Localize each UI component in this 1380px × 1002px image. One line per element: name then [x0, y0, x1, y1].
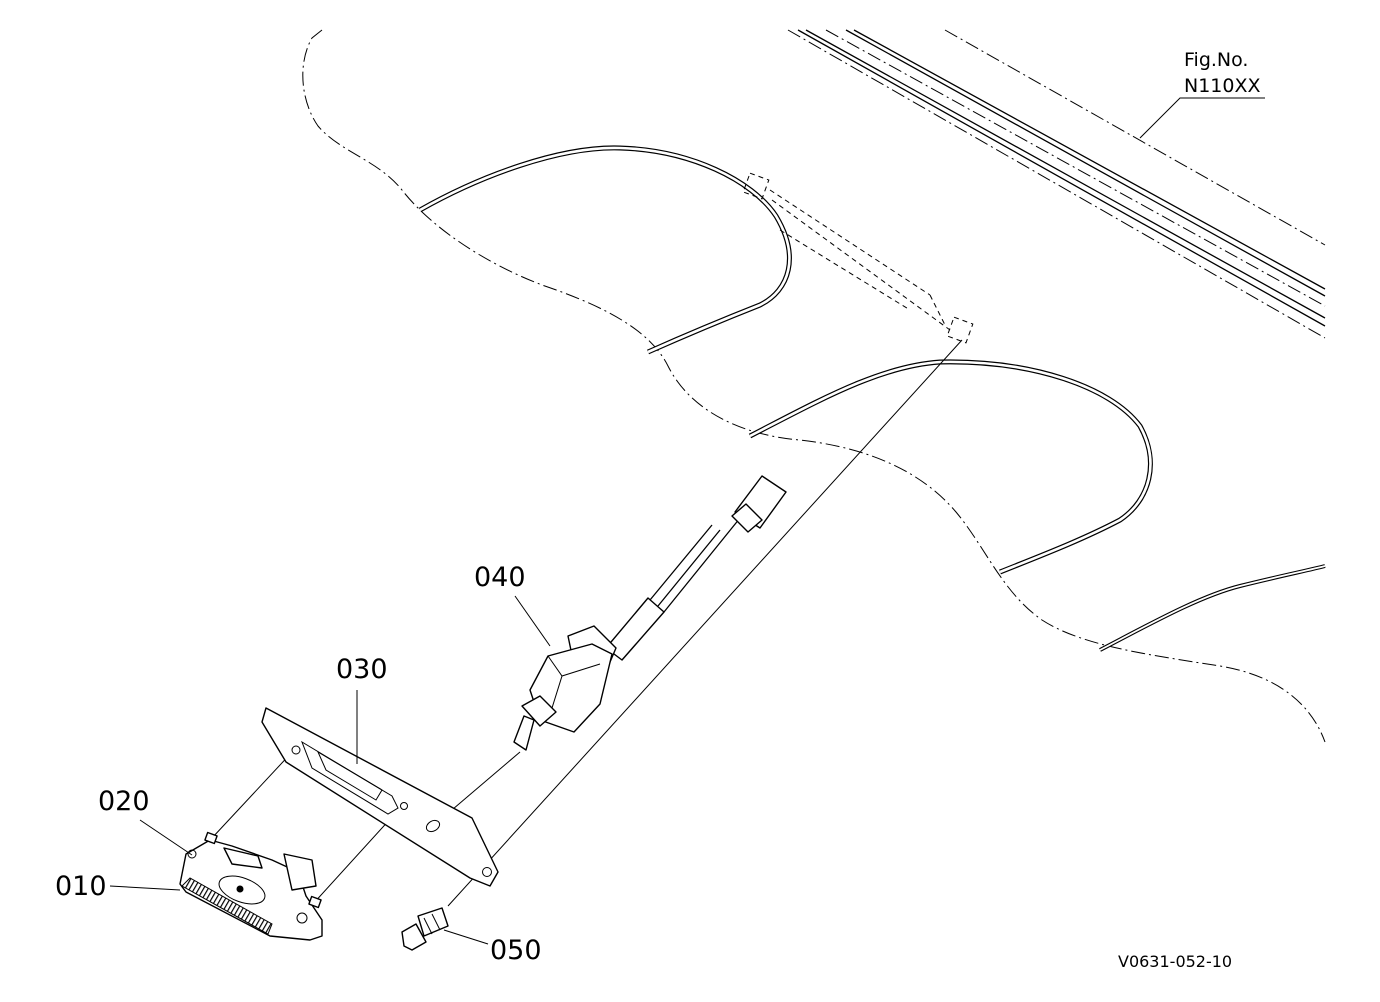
fig-no-leader: [1139, 97, 1265, 139]
mounting-plate-030: [261, 707, 499, 887]
body-rail-lines: [787, 29, 1326, 339]
callout-leaders: [109, 595, 551, 945]
part-labels: 040 030 020 010 050: [55, 562, 542, 966]
leader-040: [514, 595, 551, 647]
mounting-guide-lines: [742, 172, 974, 344]
part-label-030: 030: [336, 654, 388, 685]
part-label-040: 040: [474, 562, 526, 593]
switch-body-010-020: [179, 831, 323, 941]
part-label-020: 020: [98, 786, 150, 817]
assembly-lines: [211, 339, 963, 907]
leader-020: [139, 819, 193, 856]
leader-010: [109, 885, 181, 891]
fig-no-value: N110XX: [1184, 75, 1261, 97]
cowl-curves: [418, 145, 1326, 652]
toggle-switch-040: [513, 475, 787, 751]
screw-050: [401, 907, 449, 951]
leader-050: [443, 929, 489, 945]
panel-outline: [302, 29, 1326, 743]
part-label-050: 050: [490, 935, 542, 966]
figure-reference: Fig.No. N110XX: [1139, 49, 1265, 139]
drawing-code: V0631-052-10: [1118, 952, 1232, 971]
part-label-010: 010: [55, 871, 107, 902]
fig-no-label: Fig.No.: [1184, 49, 1248, 71]
